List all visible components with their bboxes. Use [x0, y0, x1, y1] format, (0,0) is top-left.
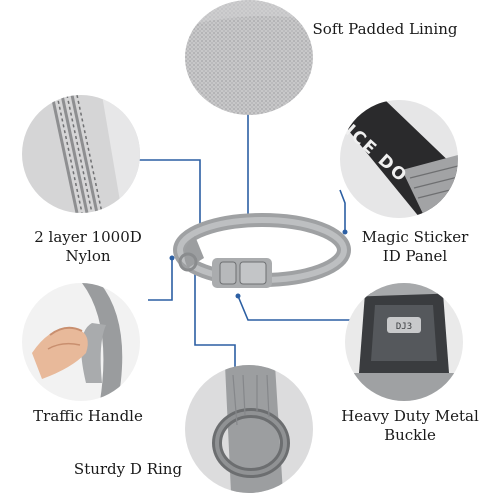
label-buckle-line1: Heavy Duty Metal — [341, 407, 479, 425]
label-nylon-line2: Nylon — [65, 247, 111, 265]
connector-buckle — [237, 295, 350, 321]
connector-dot-dring — [192, 259, 198, 265]
connector-dot-handle — [169, 255, 175, 261]
label-sticker-line1: Magic Sticker — [361, 228, 469, 246]
label-buckle: Heavy Duty Metal Buckle — [335, 407, 485, 445]
dring-closeup-image — [185, 365, 313, 493]
connector-dot-lining — [245, 219, 251, 225]
label-nylon-line1: 2 layer 1000D — [34, 228, 142, 246]
connector-dring — [194, 262, 236, 372]
lining-closeup-image — [185, 0, 313, 115]
label-sticker-line2: ID Panel — [382, 247, 448, 265]
connector-dot-nylon — [197, 229, 203, 235]
label-handle: Traffic Handle — [33, 407, 143, 425]
handle-closeup-image — [22, 283, 140, 401]
connector-nylon — [118, 159, 201, 232]
connector-dot-buckle — [235, 293, 241, 299]
id-panel-closeup-image: ICE DO — [340, 100, 458, 218]
label-lining: Soft Padded Lining — [312, 20, 458, 38]
label-nylon: 2 layer 1000D Nylon — [18, 228, 158, 266]
svg-text:DJ3: DJ3 — [396, 322, 412, 332]
connector-sticker — [339, 189, 346, 232]
buckle-closeup-image: DJ3 — [345, 283, 463, 401]
label-sticker: Magic Sticker ID Panel — [345, 228, 485, 266]
connector-handle — [148, 258, 173, 301]
nylon-closeup-image — [22, 95, 140, 213]
label-dring: Sturdy D Ring — [73, 460, 183, 478]
label-buckle-line2: Buckle — [384, 426, 436, 444]
